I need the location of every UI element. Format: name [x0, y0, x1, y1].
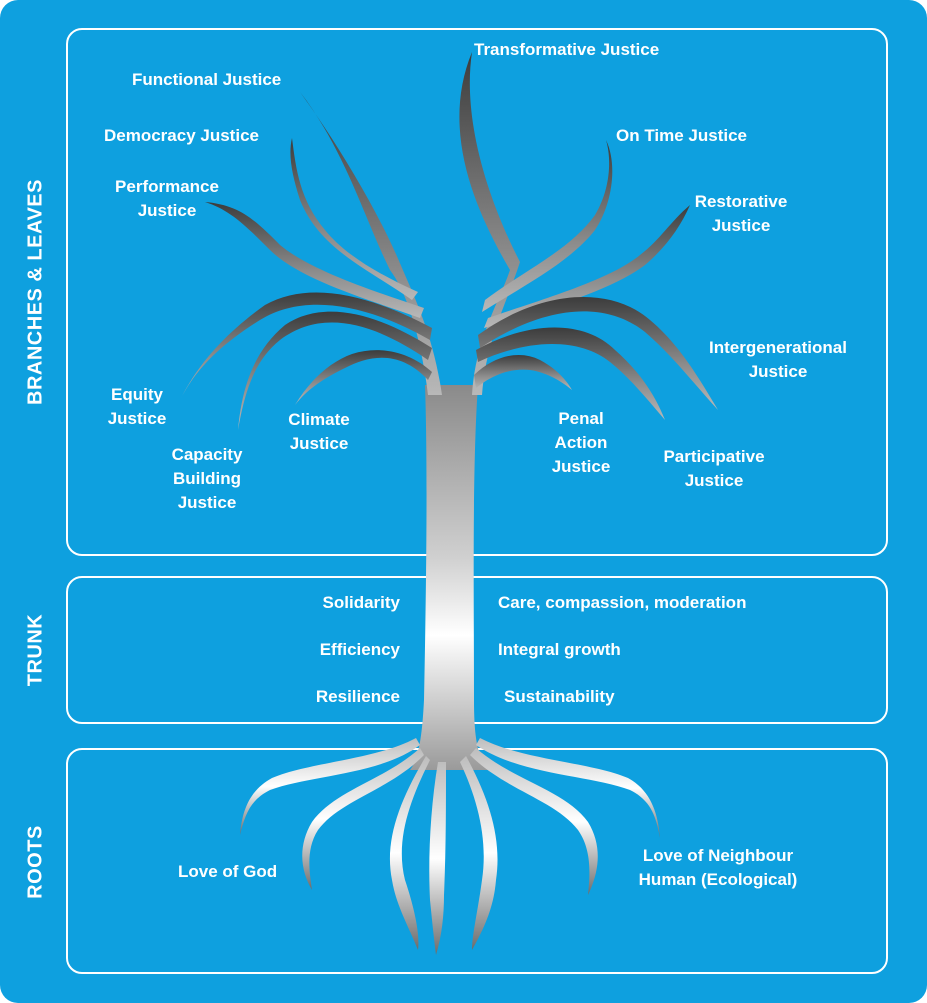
label-love-of-neighbour: Love of Neighbour Human (Ecological): [638, 846, 798, 889]
label-climate-justice: Climate Justice: [288, 410, 350, 453]
label-democracy-justice: Democracy Justice: [104, 126, 259, 145]
label-equity-justice: Equity Justice: [107, 385, 167, 428]
branches-panel: [66, 28, 888, 556]
label-resilience: Resilience: [315, 687, 400, 706]
label-integral-growth: Integral growth: [498, 640, 621, 659]
label-sustainability: Sustainability: [504, 687, 615, 706]
branch-ontime: [482, 140, 613, 312]
branch-functional: [300, 92, 442, 395]
label-penal-action-justice: Penal Action Justice: [551, 409, 611, 476]
trunk-panel: [66, 576, 888, 724]
label-care-compassion-moderation: Care, compassion, moderation: [498, 593, 747, 612]
root-left-2: [302, 748, 424, 890]
root-left-3: [389, 756, 430, 950]
branch-performance: [205, 202, 424, 318]
label-efficiency: Efficiency: [319, 640, 400, 659]
label-on-time-justice: On Time Justice: [616, 126, 748, 145]
root-right-3: [460, 756, 498, 950]
label-capacity-building-justice: Capacity Building Justice: [171, 445, 243, 512]
label-functional-justice: Functional Justice: [132, 70, 282, 89]
label-intergenerational-justice: Intergenerational Justice: [709, 338, 847, 381]
label-performance-justice: Performance Justice: [115, 177, 219, 220]
label-transformative-justice: Transformative Justice: [474, 40, 660, 59]
label-love-of-god: Love of God: [178, 862, 278, 881]
label-solidarity: Solidarity: [322, 593, 400, 612]
root-left-1: [240, 738, 420, 835]
branch-restorative: [484, 205, 690, 328]
section-label-branches: BRANCHES & LEAVES: [24, 179, 47, 405]
branch-transformative: [459, 52, 520, 395]
branch-participative: [476, 327, 665, 420]
section-label-trunk: TRUNK: [24, 613, 47, 687]
section-label-roots: ROOTS: [24, 825, 47, 899]
root-right-2: [470, 748, 598, 895]
branch-climate: [295, 350, 432, 405]
label-restorative-justice: Restorative Justice: [694, 192, 788, 235]
branch-democracy: [290, 138, 418, 300]
branch-intergenerational: [478, 297, 718, 410]
tree-trunk: [410, 385, 490, 770]
root-center: [429, 762, 446, 955]
label-participative-justice: Participative Justice: [663, 447, 765, 490]
root-right-1: [476, 738, 660, 838]
branch-penal: [474, 355, 572, 390]
